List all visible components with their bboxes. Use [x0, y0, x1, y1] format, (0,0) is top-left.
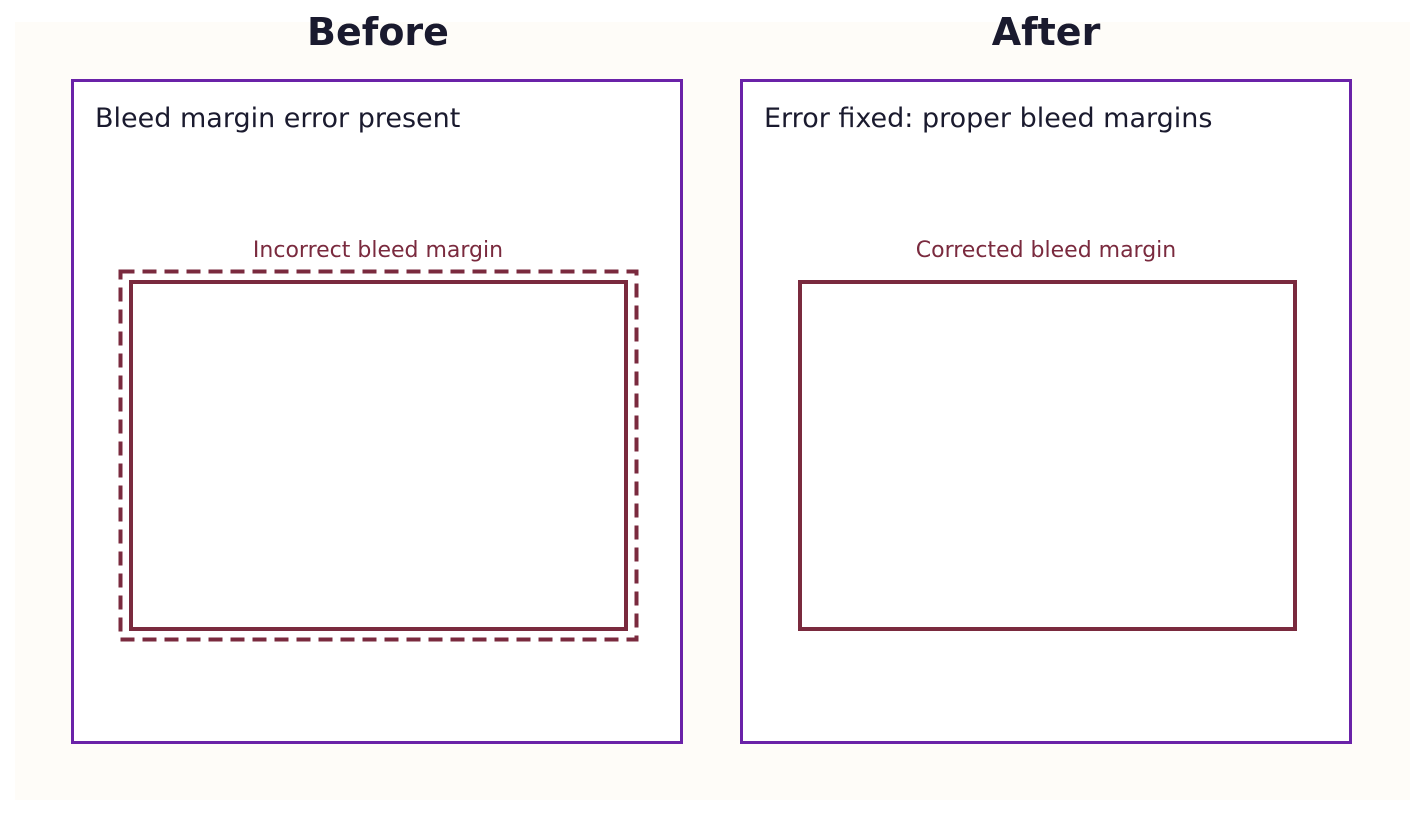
after-trim-rect — [798, 280, 1297, 631]
after-panel-title: Error fixed: proper bleed margins — [764, 103, 1213, 134]
before-trim-rect — [129, 280, 628, 631]
after-panel: Error fixed: proper bleed margins — [740, 79, 1352, 744]
before-heading: Before — [307, 10, 449, 54]
incorrect-bleed-label: Incorrect bleed margin — [252, 238, 504, 263]
before-panel: Bleed margin error present — [71, 79, 683, 744]
after-heading: After — [991, 10, 1101, 54]
corrected-bleed-label: Corrected bleed margin — [915, 238, 1177, 263]
before-panel-title: Bleed margin error present — [95, 103, 461, 134]
